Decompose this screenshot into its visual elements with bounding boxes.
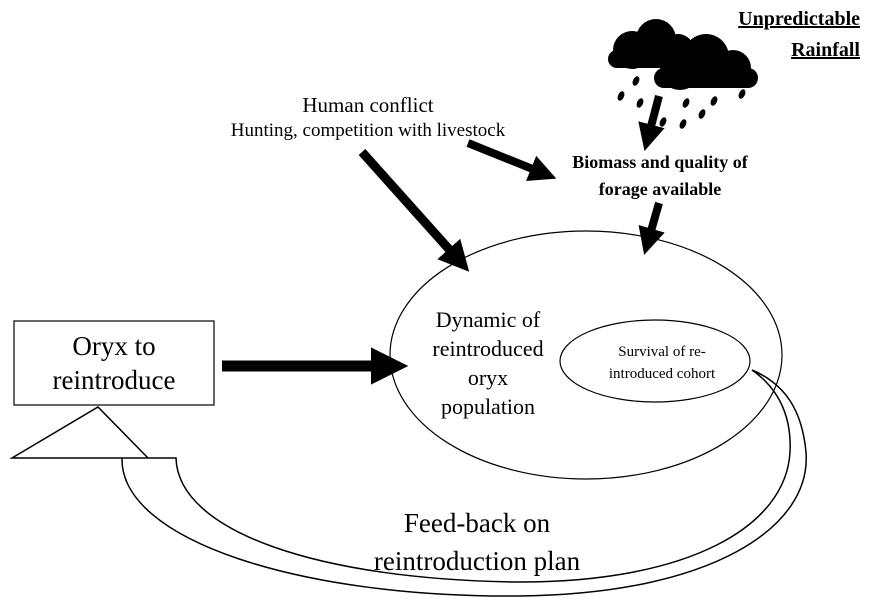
forage-label-line1: Biomass and quality of <box>572 152 749 172</box>
rainfall-label-line1: Unpredictable <box>738 8 860 30</box>
conflict-to-forage-arrow <box>466 139 557 182</box>
rain-cloud-icon <box>608 19 758 129</box>
cohort-ellipse <box>559 319 751 403</box>
oryx-box <box>13 320 215 406</box>
cohort-label-line2: introduced cohort <box>609 366 716 382</box>
human-conflict-detail: Hunting, competition with livestock <box>231 120 506 141</box>
forage-label-line2: forage available <box>599 179 721 199</box>
forage-to-population-arrow <box>638 201 665 255</box>
population-label-line2: reintroduced <box>432 336 543 361</box>
feedback-label-line1: Feed-back on <box>404 508 551 538</box>
conflict-to-population-arrow <box>358 148 470 272</box>
human-conflict-title: Human conflict <box>302 93 433 117</box>
population-label-line4: population <box>441 394 535 419</box>
rainfall-label-line2: Rainfall <box>791 39 860 61</box>
cohort-label-line1: Survival of re- <box>618 344 705 360</box>
oryx-box-label-line1: Oryx to <box>72 331 155 361</box>
oryx-box-label-line2: reintroduce <box>53 365 176 395</box>
population-label-line1: Dynamic of <box>436 307 541 332</box>
rainfall-to-forage-arrow <box>638 94 665 152</box>
feedback-label-line2: reintroduction plan <box>374 546 581 576</box>
population-label-line3: oryx <box>468 365 508 390</box>
feedback-loop-arrow <box>9 369 807 597</box>
